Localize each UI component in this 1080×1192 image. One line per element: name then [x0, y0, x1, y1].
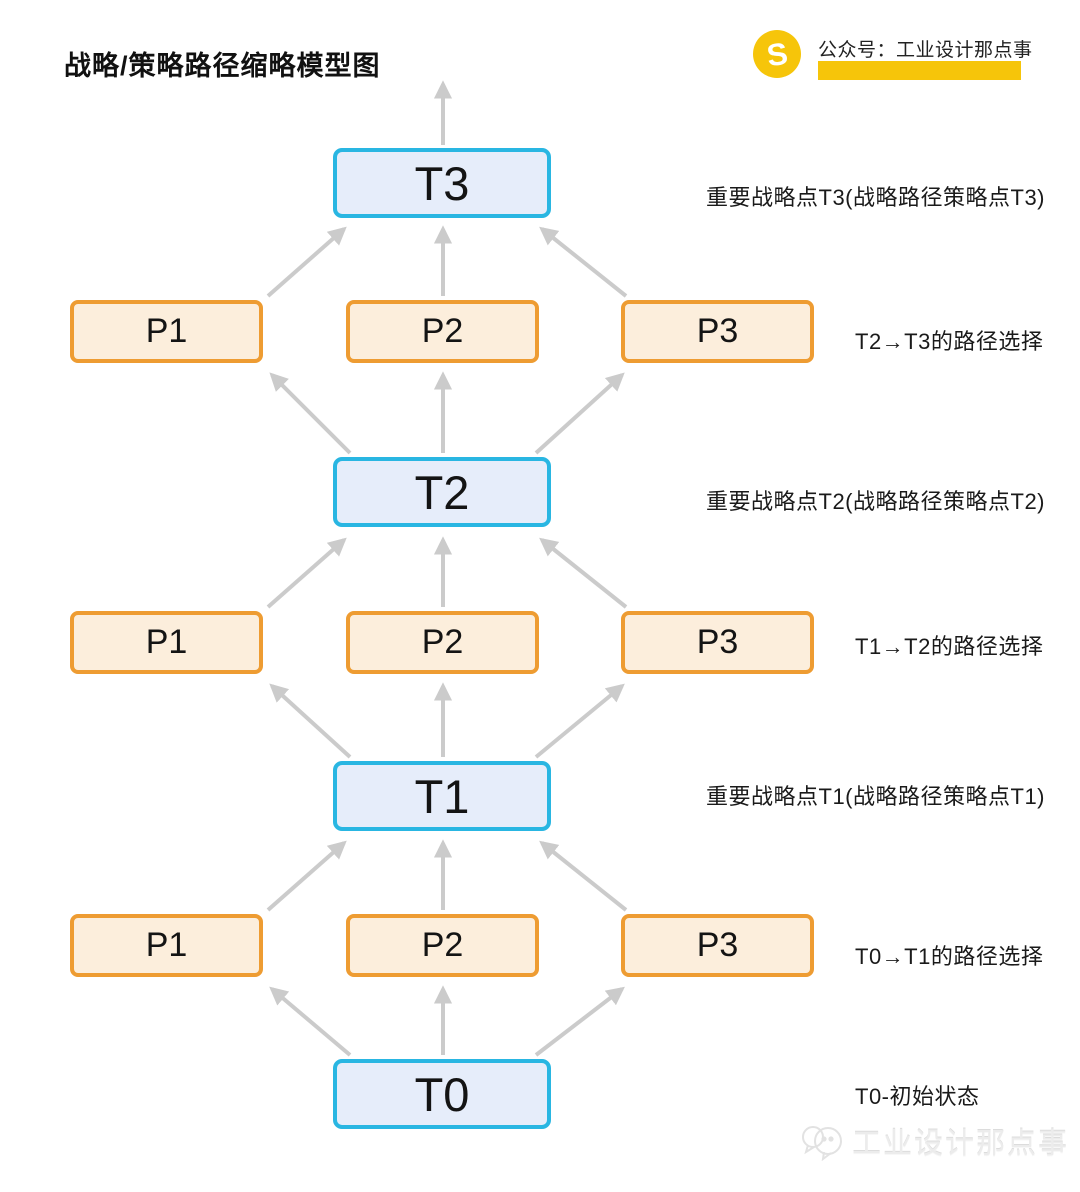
account-name-label: 公众号：工业设计那点事 [818, 40, 1033, 61]
annotation-label: T0-初始状态 [855, 1084, 980, 1109]
annotation-label: T2→T3的路径选择 [855, 329, 1044, 354]
arrow [266, 226, 347, 298]
node-p2: P2 [346, 300, 539, 363]
watermark-text: 工业设计那点事 [852, 1128, 1070, 1160]
annotation-label: T0→T1的路径选择 [855, 944, 1044, 969]
annotation-label: 重要战略点T2(战略路径策略点T2) [706, 489, 1046, 514]
arrow [534, 986, 625, 1057]
arrow [269, 372, 352, 455]
node-p3: P3 [621, 300, 814, 363]
arrow [269, 683, 352, 759]
node-t3: T3 [333, 148, 551, 218]
arrow [539, 840, 628, 912]
page-title: 战略/策略路径缩略模型图 [64, 51, 381, 81]
node-p2: P2 [346, 914, 539, 977]
arrow [534, 683, 625, 759]
annotation-label: 重要战略点T3(战略路径策略点T3) [706, 185, 1046, 210]
annotation-label: 重要战略点T1(战略路径策略点T1) [706, 784, 1046, 809]
node-t1: T1 [333, 761, 551, 831]
arrow [539, 226, 628, 298]
arrow [534, 372, 625, 455]
watermark: 工业设计那点事 [800, 1120, 1069, 1162]
node-p1: P1 [70, 611, 263, 674]
annotation-label: T1→T2的路径选择 [855, 634, 1044, 659]
node-p3: P3 [621, 611, 814, 674]
yellow-highlight-bar [818, 61, 1021, 80]
arrow [266, 840, 347, 912]
node-t0: T0 [333, 1059, 551, 1129]
arrow [269, 986, 352, 1057]
s-logo-icon: S [753, 30, 801, 78]
node-p2: P2 [346, 611, 539, 674]
node-p3: P3 [621, 914, 814, 977]
arrow [539, 537, 628, 609]
node-p1: P1 [70, 300, 263, 363]
arrow [266, 537, 347, 609]
node-p1: P1 [70, 914, 263, 977]
chat-bubbles-icon [802, 1126, 842, 1161]
node-t2: T2 [333, 457, 551, 527]
